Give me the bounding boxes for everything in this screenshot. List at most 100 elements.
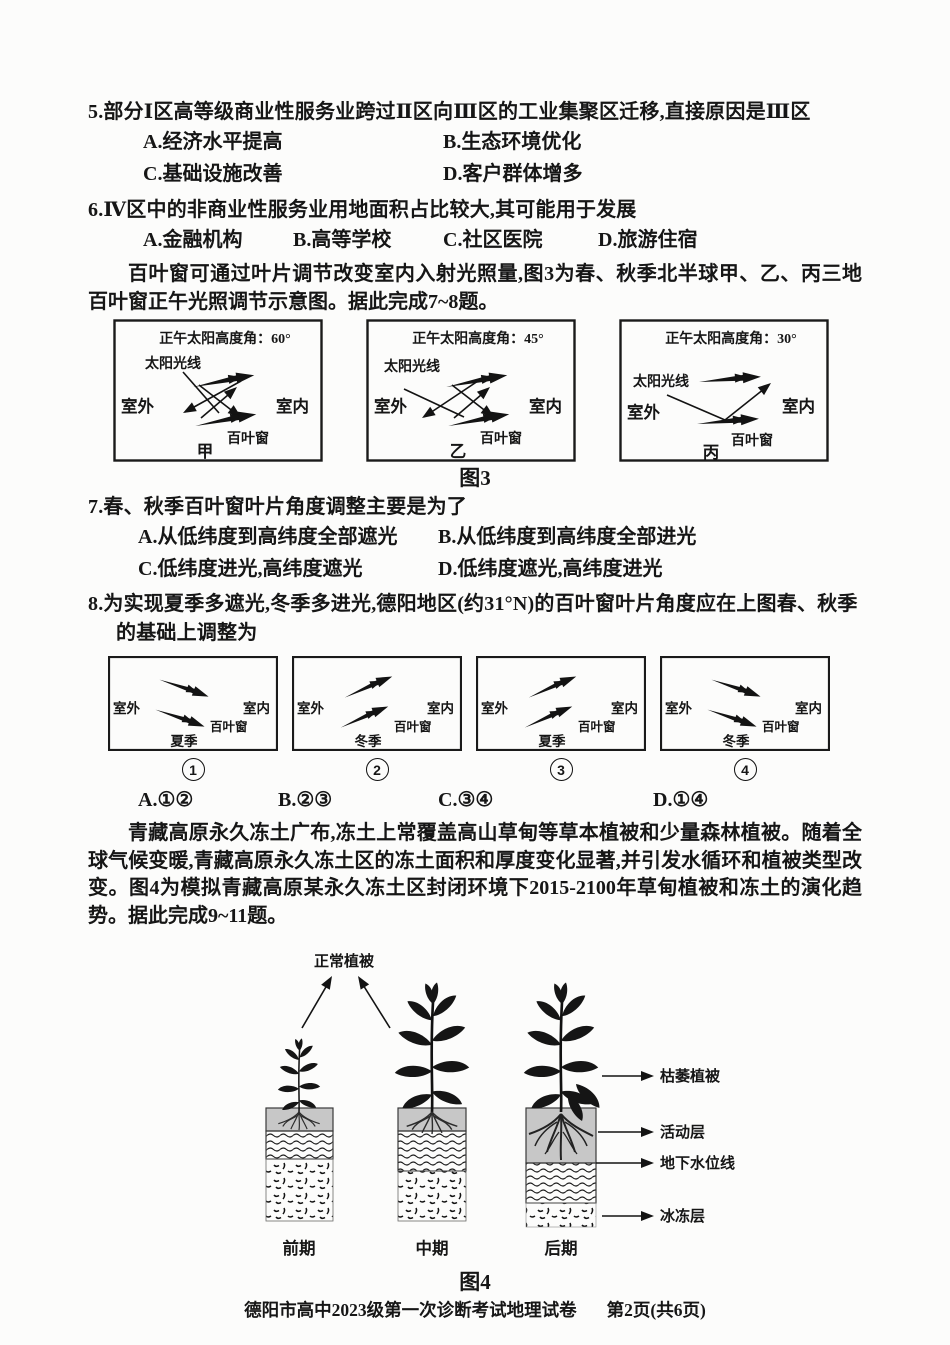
question-7-stem: 7.春、秋季百叶窗叶片角度调整主要是为了 bbox=[88, 496, 467, 518]
sun-ray bbox=[666, 394, 726, 421]
stage3-label: 后期 bbox=[545, 1239, 578, 1258]
evolution-arrow-head bbox=[321, 973, 337, 990]
circled-number-2: 2 bbox=[365, 758, 389, 781]
q8-panel-1: 室外 室内 百叶窗 夏季 1 bbox=[108, 656, 278, 781]
fig3-panel-jia: 正午太阳高度角：60° 太阳光线 室外 室内 百叶窗 甲 bbox=[113, 319, 323, 462]
question-8-figure: 室外 室内 百叶窗 夏季 1 室外 室内 百叶窗 冬季 2 bbox=[108, 656, 862, 781]
louver-slat bbox=[158, 673, 211, 702]
option-6d: D.旅游住宿 bbox=[598, 229, 698, 251]
question-5-options-ab: A.经济水平提高 B.生态环境优化 bbox=[88, 126, 862, 158]
option-6b: B.高等学校 bbox=[293, 229, 392, 251]
louver-slat bbox=[698, 371, 762, 386]
sun-ray bbox=[403, 388, 465, 418]
circled-number-4: 4 bbox=[733, 758, 757, 781]
reflected-ray-arrowhead bbox=[419, 406, 436, 423]
stage2-label: 中期 bbox=[416, 1238, 449, 1258]
louver-slat bbox=[194, 408, 258, 430]
outside-label: 室外 bbox=[481, 700, 508, 716]
season-label: 夏季 bbox=[170, 733, 198, 749]
active-layer-label: 活动层 bbox=[660, 1123, 705, 1141]
louver-slat bbox=[154, 703, 207, 732]
intro-paragraph-9-11: 青藏高原永久冻土广布,冻土上常覆盖高山草甸等草本植被和少量森林植被。随着全球气候… bbox=[88, 822, 862, 927]
question-5: 5.部分Ⅰ区高等级商业性服务业跨过Ⅱ区向Ⅲ区的工业集聚区迁移,直接原因是Ⅲ区 A… bbox=[88, 98, 862, 190]
louver-slat bbox=[522, 701, 575, 731]
louver-slat bbox=[710, 673, 763, 702]
circled-number-3: 3 bbox=[549, 758, 573, 781]
option-8c: C.③④ bbox=[438, 789, 494, 811]
sun-ray-label: 太阳光线 bbox=[633, 373, 689, 390]
panel-header: 正午太阳高度角：30° bbox=[665, 330, 797, 347]
option-6a: A.金融机构 bbox=[143, 229, 243, 251]
question-5-stem: 5.部分Ⅰ区高等级商业性服务业跨过Ⅱ区向Ⅲ区的工业集聚区迁移,直接原因是Ⅲ区 bbox=[88, 101, 811, 123]
louver-label: 百叶窗 bbox=[731, 432, 773, 449]
reflected-ray bbox=[423, 380, 479, 418]
panel-name: 甲 bbox=[197, 442, 214, 461]
evolution-arrow bbox=[359, 979, 391, 1029]
option-7c: C.低纬度进光,高纬度遮光 bbox=[138, 558, 363, 580]
question-6: 6.Ⅳ区中的非商业性服务业用地面积占比较大,其可能用于发展 A.金融机构 B.高… bbox=[88, 196, 862, 256]
reflected-ray-arrowhead bbox=[180, 402, 197, 418]
circled-number-1: 1 bbox=[181, 758, 205, 781]
option-6c: C.社区医院 bbox=[443, 229, 543, 251]
figure-3: 正午太阳高度角：60° 太阳光线 室外 室内 百叶窗 甲 正午太阳高度角：45°… bbox=[113, 319, 862, 462]
louver-slat bbox=[338, 701, 391, 731]
question-8-stem: 8.为实现夏季多遮光,冬季多进光,德阳地区(约31°N)的百叶窗叶片角度应在上图… bbox=[88, 593, 858, 644]
louver-label: 百叶窗 bbox=[480, 430, 522, 447]
question-7: 7.春、秋季百叶窗叶片角度调整主要是为了 A.从低纬度到高纬度全部遮光 B.从低… bbox=[88, 493, 862, 585]
q8-panel-4: 室外 室内 百叶窗 冬季 4 bbox=[660, 656, 830, 781]
outside-label: 室外 bbox=[297, 700, 324, 716]
plant-small bbox=[277, 1038, 320, 1113]
louver-label: 百叶窗 bbox=[210, 719, 248, 734]
figure-4-caption: 图4 bbox=[459, 1270, 491, 1294]
louver-slat bbox=[696, 413, 760, 428]
leader-arrowhead bbox=[641, 1211, 654, 1221]
outside-label: 室外 bbox=[121, 396, 155, 416]
inside-label: 室内 bbox=[276, 396, 309, 416]
evolution-arrow bbox=[301, 979, 331, 1029]
question-8-options: A.①② B.②③ C.③④ D.①④ bbox=[88, 785, 862, 815]
intro-paragraph-7-8: 百叶窗可通过叶片调节改变室内入射光照量,图3为春、秋季北半球甲、乙、丙三地百叶窗… bbox=[88, 263, 862, 313]
q8-panel-3: 室外 室内 百叶窗 夏季 3 bbox=[476, 656, 646, 781]
leader-arrowhead bbox=[641, 1071, 654, 1081]
option-5b: B.生态环境优化 bbox=[443, 131, 582, 153]
option-7d: D.低纬度遮光,高纬度进光 bbox=[438, 558, 663, 580]
evolution-arrow-head bbox=[353, 973, 370, 990]
louver-slat bbox=[526, 671, 579, 701]
panel-header: 正午太阳高度角：60° bbox=[159, 330, 291, 347]
louver-slat bbox=[342, 671, 395, 701]
footer-exam-title: 德阳市高中2023级第一次诊断考试地理试卷 bbox=[244, 1300, 577, 1320]
outside-label: 室外 bbox=[113, 700, 140, 716]
panel-name: 乙 bbox=[450, 442, 467, 461]
option-8d: D.①④ bbox=[653, 789, 709, 811]
plant-medium bbox=[394, 982, 470, 1115]
louver-label: 百叶窗 bbox=[578, 719, 616, 734]
question-8: 8.为实现夏季多遮光,冬季多进光,德阳地区(约31°N)的百叶窗叶片角度应在上图… bbox=[88, 590, 862, 815]
outside-label: 室外 bbox=[374, 396, 408, 416]
sun-ray-label: 太阳光线 bbox=[384, 358, 440, 375]
fig3-panel-bing: 正午太阳高度角：30° 太阳光线 室外 室内 百叶窗 丙 bbox=[619, 319, 829, 462]
panel-header: 正午太阳高度角：45° bbox=[412, 330, 544, 347]
option-7b: B.从低纬度到高纬度全部进光 bbox=[438, 526, 697, 548]
normal-vegetation-label: 正常植被 bbox=[314, 952, 375, 970]
season-label: 夏季 bbox=[538, 733, 567, 749]
louver-label: 百叶窗 bbox=[762, 719, 800, 734]
sun-ray-label: 太阳光线 bbox=[145, 355, 201, 372]
sun-ray bbox=[182, 371, 220, 414]
inside-label: 室内 bbox=[529, 396, 562, 416]
season-label: 冬季 bbox=[723, 733, 751, 749]
leader-arrowhead bbox=[641, 1127, 654, 1137]
option-5c: C.基础设施改善 bbox=[143, 163, 283, 185]
outside-label: 室外 bbox=[665, 700, 693, 716]
figure-4: 正常植被 bbox=[228, 936, 862, 1269]
frozen-layer-label: 冰冻层 bbox=[660, 1207, 705, 1225]
inside-label: 室内 bbox=[611, 700, 638, 716]
louver-label: 百叶窗 bbox=[394, 719, 432, 734]
option-5d: D.客户群体增多 bbox=[443, 163, 583, 185]
inside-label: 室内 bbox=[795, 700, 822, 716]
stage1-label: 前期 bbox=[283, 1238, 316, 1258]
question-7-options-cd: C.低纬度进光,高纬度遮光 D.低纬度遮光,高纬度进光 bbox=[88, 553, 862, 585]
groundwater-line-label: 地下水位线 bbox=[660, 1154, 735, 1172]
page-footer: 德阳市高中2023级第一次诊断考试地理试卷 第2页(共6页) bbox=[88, 1297, 862, 1322]
q8-panel-2: 室外 室内 百叶窗 冬季 2 bbox=[292, 656, 462, 781]
